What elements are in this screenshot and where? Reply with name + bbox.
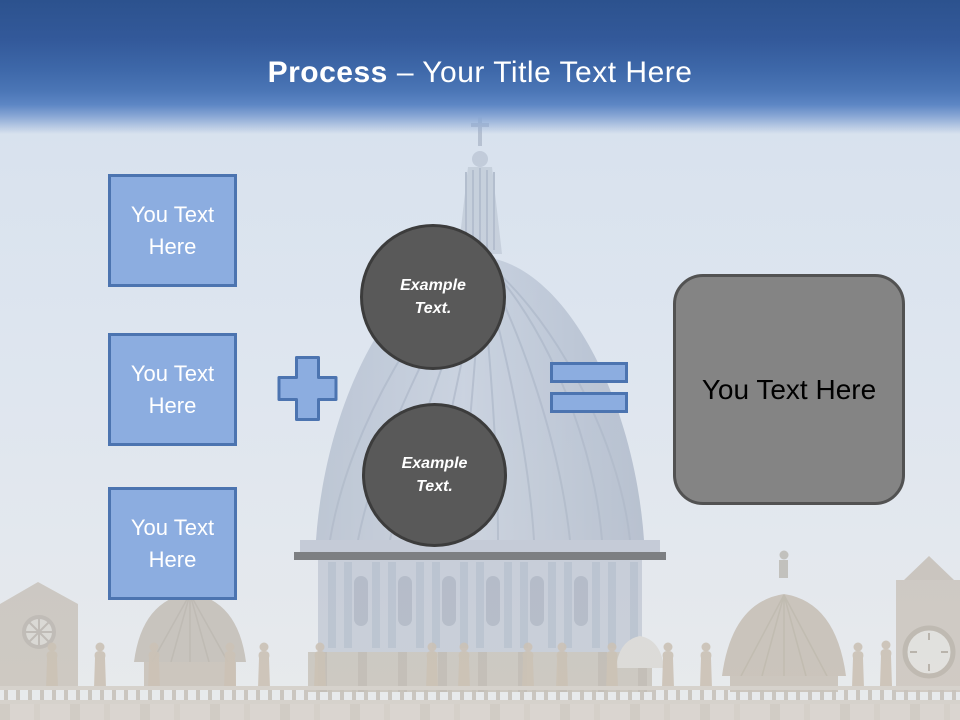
example-circle-1[interactable]: Example Text.	[360, 224, 506, 370]
plus-icon[interactable]	[276, 354, 339, 423]
result-box-label: You Text Here	[701, 373, 877, 405]
title-regular-text: – Your Title Text Here	[396, 56, 693, 89]
title-emphasis-text: Process	[267, 56, 388, 89]
slide-title[interactable]: Process– Your Title Text Here	[0, 56, 960, 90]
input-box-2[interactable]: You Text Here	[108, 333, 237, 446]
input-box-1-label: You Text Here	[130, 202, 215, 259]
title-bar	[0, 0, 960, 134]
equals-icon[interactable]	[550, 362, 628, 383]
example-circle-2[interactable]: Example Text.	[362, 403, 507, 547]
input-box-1[interactable]: You Text Here	[108, 174, 237, 287]
input-box-3-label: You Text Here	[130, 515, 215, 572]
input-box-3[interactable]: You Text Here	[108, 487, 237, 600]
result-box[interactable]: You Text Here	[673, 274, 905, 505]
example-circle-2-label: Example Text.	[401, 454, 468, 495]
example-circle-1-label: Example Text.	[400, 276, 466, 317]
equals-icon[interactable]	[550, 392, 628, 413]
input-box-2-label: You Text Here	[130, 361, 215, 418]
